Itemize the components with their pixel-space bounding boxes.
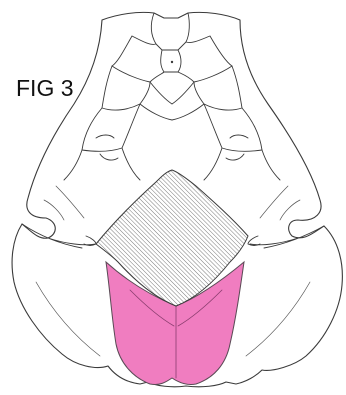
central-dot	[171, 61, 173, 63]
figure-label: FIG 3	[16, 77, 74, 100]
